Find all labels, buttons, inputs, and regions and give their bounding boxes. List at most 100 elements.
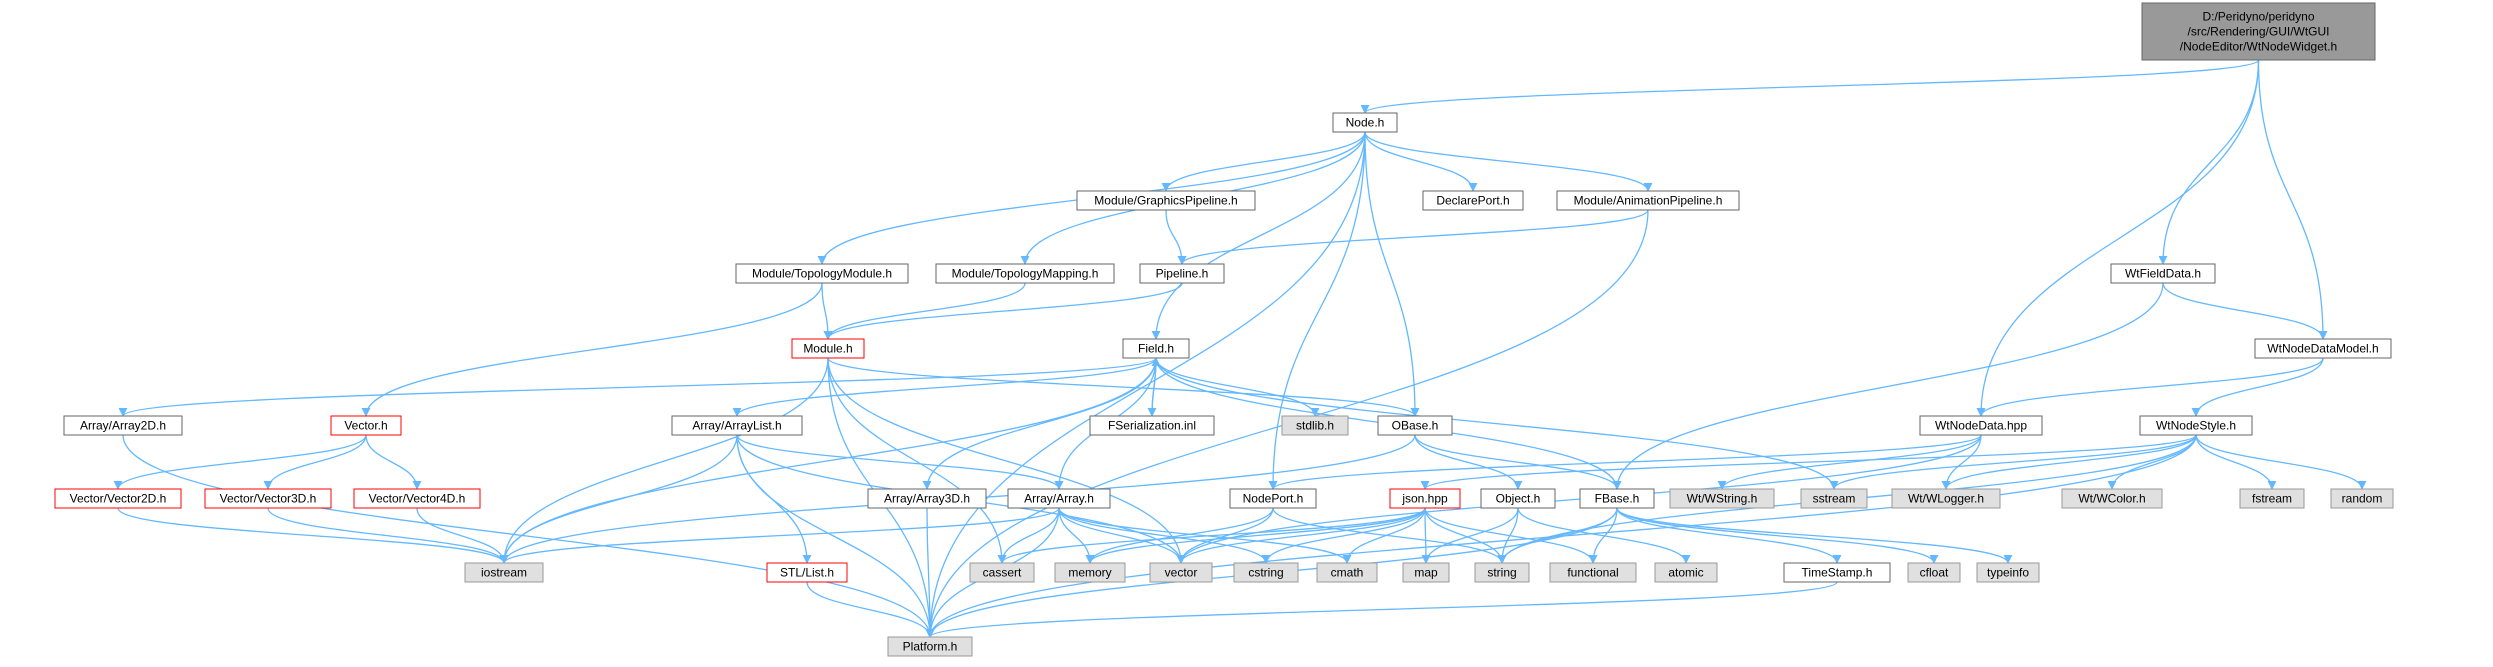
node-wtwlogger[interactable]: Wt/WLogger.h [1891,488,2001,509]
node-array_h[interactable]: Array/Array.h [1007,488,1111,509]
node-label-wtwstring: Wt/WString.h [1687,492,1758,506]
edge-array_h-to-cstring [1058,507,1271,564]
edge-array_h-to-iostream [499,507,1060,564]
node-wtnodedata[interactable]: WtNodeData.hpp [1919,415,2043,436]
node-box-module_topologymapping [935,263,1115,284]
node-module_animationpipeline[interactable]: Module/AnimationPipeline.h [1556,190,1740,211]
node-iostream[interactable]: iostream [464,562,544,583]
edge-object_h-to-atomic [1517,507,1691,564]
node-cfloat[interactable]: cfloat [1907,562,1961,583]
node-label-array3d: Array/Array3D.h [884,492,970,506]
node-functional[interactable]: functional [1549,562,1637,583]
node-label-wtnodewidget: D:/Peridyno/peridyno/src/Rendering/GUI/W… [2180,10,2337,54]
node-wtwcolor[interactable]: Wt/WColor.h [2061,488,2163,509]
edge-obase-to-fbase [1414,434,1622,490]
node-label-wtfielddata: WtFieldData.h [2125,267,2201,281]
edge-node_h-to-obase [1364,131,1420,417]
edge-json-to-string [1424,507,1507,564]
node-nodeport[interactable]: NodePort.h [1229,488,1317,509]
node-box-stdlib [1281,415,1349,436]
node-pipeline[interactable]: Pipeline.h [1139,263,1225,284]
node-timestamp[interactable]: TimeStamp.h [1783,562,1891,583]
node-memory[interactable]: memory [1054,562,1126,583]
node-node_h[interactable]: Node.h [1332,112,1398,133]
node-array2d[interactable]: Array/Array2D.h [63,415,183,436]
node-wtfielddata[interactable]: WtFieldData.h [2110,263,2216,284]
edge-module_topologymodule-to-vector_h [361,282,823,417]
node-module_h[interactable]: Module.h [791,338,865,359]
node-label-declareport: DeclarePort.h [1436,194,1509,208]
edge-node_h-to-module_graphicspipeline [1161,131,1366,192]
node-declareport[interactable]: DeclarePort.h [1422,190,1524,211]
edge-module_graphicspipeline-to-pipeline [1165,209,1187,265]
edge-field_h-to-sstream [1155,357,1839,490]
node-label-map: map [1414,566,1438,580]
node-cassert[interactable]: cassert [969,562,1035,583]
node-vector2d[interactable]: Vector/Vector2D.h [54,488,182,509]
edge-wtnodestyle-to-random [2195,434,2367,490]
node-box-cmath [1316,562,1378,583]
node-stl_list[interactable]: STL/List.h [766,562,848,583]
node-vector3d[interactable]: Vector/Vector3D.h [204,488,332,509]
node-typeinfo[interactable]: typeinfo [1976,562,2040,583]
node-vector[interactable]: vector [1149,562,1213,583]
node-label-stl_list: STL/List.h [780,566,834,580]
node-box-module_h [791,338,865,359]
node-box-fbase [1579,488,1655,509]
node-label-functional: functional [1567,566,1618,580]
node-label-cmath: cmath [1331,566,1364,580]
node-fstream[interactable]: fstream [2239,488,2305,509]
node-module_topologymodule[interactable]: Module/TopologyModule.h [735,263,909,284]
node-label-nodeport: NodePort.h [1243,492,1304,506]
node-wtwstring[interactable]: Wt/WString.h [1669,488,1775,509]
node-box-functional [1549,562,1637,583]
node-cstring[interactable]: cstring [1233,562,1299,583]
node-module_graphicspipeline[interactable]: Module/GraphicsPipeline.h [1076,190,1256,211]
node-box-array2d [63,415,183,436]
node-label-arraylist: Array/ArrayList.h [692,419,781,433]
node-box-json [1389,488,1461,509]
edge-node_h-to-platform [925,131,1366,638]
node-label-object_h: Object.h [1496,492,1541,506]
node-cmath[interactable]: cmath [1316,562,1378,583]
node-label-node_h: Node.h [1346,116,1385,130]
node-string[interactable]: string [1474,562,1530,583]
node-json[interactable]: json.hpp [1389,488,1461,509]
node-box-module_topologymodule [735,263,909,284]
node-wtnodedatamodel[interactable]: WtNodeDataModel.h [2254,338,2392,359]
node-sstream[interactable]: sstream [1800,488,1868,509]
node-wtnodewidget[interactable]: D:/Peridyno/peridyno/src/Rendering/GUI/W… [2141,2,2376,61]
node-obase[interactable]: OBase.h [1377,415,1453,436]
node-fserialization[interactable]: FSerialization.inl [1089,415,1215,436]
edge-nodeport-to-vector [1176,507,1274,564]
node-box-object_h [1480,488,1556,509]
node-label-iostream: iostream [481,566,527,580]
node-label-cfloat: cfloat [1920,566,1949,580]
nodes-layer: D:/Peridyno/peridyno/src/Rendering/GUI/W… [54,2,2394,657]
node-map[interactable]: map [1402,562,1450,583]
node-object_h[interactable]: Object.h [1480,488,1556,509]
node-vector_h[interactable]: Vector.h [330,415,402,436]
node-box-arraylist [671,415,803,436]
edge-field_h-to-array2d [118,357,1157,417]
node-box-declareport [1422,190,1524,211]
edge-module_h-to-obase [827,357,1420,417]
node-atomic[interactable]: atomic [1654,562,1718,583]
node-box-vector [1149,562,1213,583]
node-stdlib[interactable]: stdlib.h [1281,415,1349,436]
edge-wtnodewidget-to-wtfielddata [2158,59,2260,265]
node-vector4d[interactable]: Vector/Vector4D.h [353,488,481,509]
edge-arraylist-to-array_h [736,434,1064,490]
node-box-wtnodedata [1919,415,2043,436]
node-label-module_topologymodule: Module/TopologyModule.h [752,267,892,281]
node-arraylist[interactable]: Array/ArrayList.h [671,415,803,436]
node-platform[interactable]: Platform.h [887,636,973,657]
edge-wtnodedata-to-wtwstring [1717,434,1982,490]
node-wtnodestyle[interactable]: WtNodeStyle.h [2139,415,2253,436]
node-random[interactable]: random [2330,488,2394,509]
node-module_topologymapping[interactable]: Module/TopologyMapping.h [935,263,1115,284]
node-fbase[interactable]: FBase.h [1579,488,1655,509]
node-array3d[interactable]: Array/Array3D.h [867,488,987,509]
node-field_h[interactable]: Field.h [1122,338,1190,359]
node-label-vector3d: Vector/Vector3D.h [220,492,317,506]
